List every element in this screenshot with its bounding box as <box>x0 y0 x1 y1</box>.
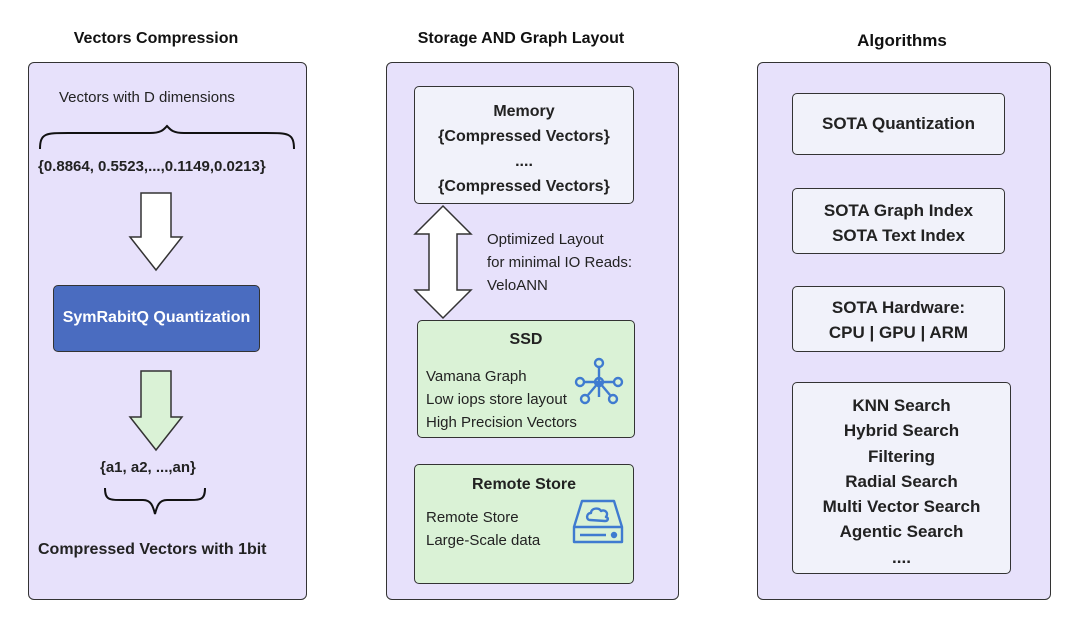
compression-title: Vectors Compression <box>73 30 239 47</box>
compressed-result-label: Compressed Vectors with 1bit <box>38 541 267 558</box>
algo-search-item: Filtering <box>867 446 936 466</box>
bottom-brace <box>104 487 206 515</box>
remote-line-2: Large-Scale data <box>426 532 541 549</box>
storage-title: Storage AND Graph Layout <box>417 30 625 47</box>
compressed-values: {a1, a2, ...,an} <box>100 459 196 476</box>
algo-search-item: Multi Vector Search <box>822 497 981 517</box>
ssd-line-2: Low iops store layout <box>426 391 567 408</box>
graph-network-icon <box>574 357 624 405</box>
algo-hardware-values: CPU | GPU | ARM <box>828 323 969 342</box>
algo-quantization-label: SOTA Quantization <box>822 114 975 133</box>
down-arrow-2 <box>128 370 184 452</box>
ssd-line-3: High Precision Vectors <box>426 414 577 431</box>
algo-search-item: Hybrid Search <box>843 421 960 441</box>
algorithms-title: Algorithms <box>857 31 947 50</box>
remote-store-title: Remote Store <box>471 476 577 493</box>
remote-store-box: Remote Store Remote Store Large-Scale da… <box>414 464 634 584</box>
ssd-title: SSD <box>509 331 543 348</box>
algo-search-item: Radial Search <box>845 471 958 491</box>
algo-text-index-label: SOTA Text Index <box>832 226 965 245</box>
top-brace <box>39 124 295 150</box>
down-arrow-1 <box>128 192 184 272</box>
memory-line-2: .... <box>515 153 533 170</box>
memory-title: Memory <box>493 103 555 120</box>
algo-box-index: SOTA Graph Index SOTA Text Index <box>792 188 1005 254</box>
vector-values: {0.8864, 0.5523,...,0.1149,0.0213} <box>38 158 266 175</box>
algo-box-search: KNN Search Hybrid Search Filtering Radia… <box>792 382 1011 574</box>
layout-note-line-2: for minimal IO Reads: <box>487 254 633 271</box>
algo-search-item: .... <box>892 547 911 567</box>
dims-label: Vectors with D dimensions <box>59 89 235 106</box>
algo-box-hardware: SOTA Hardware: CPU | GPU | ARM <box>792 286 1005 352</box>
algo-search-item: KNN Search <box>852 396 951 415</box>
algo-hardware-label: SOTA Hardware: <box>831 298 966 317</box>
remote-line-1: Remote Store <box>426 509 519 526</box>
layout-note: Optimized Layout for minimal IO Reads: V… <box>487 228 632 297</box>
algo-box-quantization: SOTA Quantization <box>792 93 1005 155</box>
layout-note-line-3: VeloANN <box>487 277 548 294</box>
memory-line-3: {Compressed Vectors} <box>438 178 610 195</box>
cloud-storage-icon <box>572 499 624 544</box>
layout-note-line-1: Optimized Layout <box>487 231 604 248</box>
algo-search-item: Agentic Search <box>839 522 964 542</box>
memory-box: Memory {Compressed Vectors} .... {Compre… <box>414 86 634 204</box>
ssd-box: SSD Vamana Graph Low iops store layout H… <box>417 320 635 438</box>
ssd-line-1: Vamana Graph <box>426 368 527 385</box>
memory-line-1: {Compressed Vectors} <box>438 128 610 145</box>
memory-ssd-double-arrow <box>413 204 473 320</box>
algo-graph-index-label: SOTA Graph Index <box>823 201 974 220</box>
symrabitq-quantization-box: SymRabitQ Quantization <box>53 285 260 352</box>
